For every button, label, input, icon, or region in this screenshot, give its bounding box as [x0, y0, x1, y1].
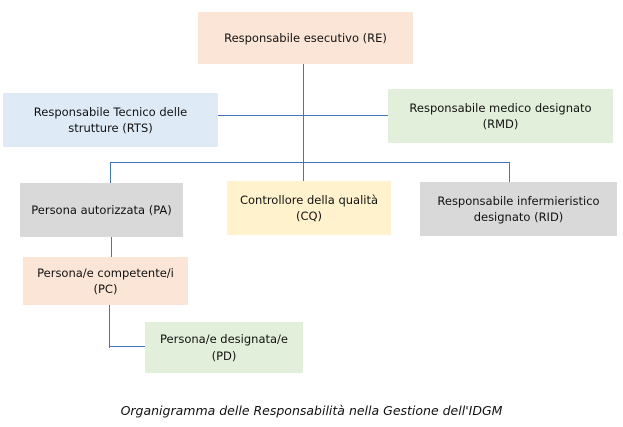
org-box-label: Persona/e competente/i (PC) — [37, 265, 174, 296]
connector-re-to-row2 — [303, 64, 305, 181]
org-box-persona-competente: Persona/e competente/i (PC) — [23, 257, 188, 305]
org-box-label: Responsabile esecutivo (RE) — [224, 30, 387, 45]
diagram-caption: Organigramma delle Responsabilità nella … — [120, 403, 503, 418]
org-box-persona-autorizzata: Persona autorizzata (PA) — [20, 183, 183, 237]
connector-pc-elbow — [109, 305, 111, 348]
org-box-label: Persona/e designata/e (PD) — [160, 332, 288, 363]
connector-rts-rmd — [218, 115, 388, 117]
org-box-responsabile-esecutivo: Responsabile esecutivo (RE) — [198, 12, 413, 64]
connector-elbow-to-pd — [109, 346, 145, 348]
connector-drop-to-rid — [509, 162, 511, 182]
org-box-label: Responsabile infermieristico designato (… — [437, 193, 600, 224]
org-box-label: Responsabile Tecnico delle strutture (RT… — [33, 104, 188, 135]
connector-drop-to-pa — [110, 162, 112, 183]
org-box-responsabile-tecnico: Responsabile Tecnico delle strutture (RT… — [3, 93, 218, 147]
org-box-label: Controllore della qualità (CQ) — [239, 192, 379, 223]
org-box-persona-designata: Persona/e designata/e (PD) — [145, 322, 303, 373]
connector-pa-to-pc — [111, 237, 113, 257]
org-box-controllore-qualita: Controllore della qualità (CQ) — [227, 181, 391, 235]
org-box-label: Persona autorizzata (PA) — [31, 202, 172, 217]
org-box-responsabile-infermieristico: Responsabile infermieristico designato (… — [420, 182, 617, 236]
connector-row2-span — [110, 162, 510, 164]
org-box-label: Responsabile medico designato (RMD) — [409, 100, 592, 131]
org-box-responsabile-medico: Responsabile medico designato (RMD) — [388, 89, 613, 143]
